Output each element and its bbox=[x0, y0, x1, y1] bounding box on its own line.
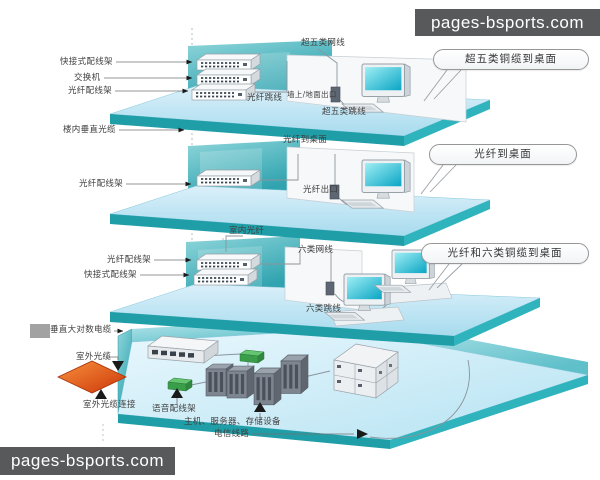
floor2-scene bbox=[109, 140, 491, 246]
floor1-scene bbox=[109, 40, 491, 146]
floor2-front-edge bbox=[110, 214, 404, 246]
server-cabinet-icon bbox=[280, 354, 309, 394]
floor3-front-edge bbox=[110, 312, 454, 346]
label-voice-patch-panel: 语音配线架 bbox=[152, 404, 197, 414]
quick-patch-panel-icon bbox=[193, 268, 258, 286]
basement-right-edge bbox=[390, 375, 588, 449]
voice-frame-icon bbox=[147, 335, 219, 364]
label-cat5e-cable: 超五类网线 bbox=[301, 38, 346, 48]
basement-front-edge bbox=[118, 414, 390, 449]
callout-cat5e-to-desktop: 超五类铜缆到桌面 bbox=[433, 49, 589, 70]
callout-fiber-to-desktop: 光纤到桌面 bbox=[429, 144, 577, 165]
voice-panel-icon bbox=[167, 377, 193, 392]
label-indoor-fiber: 室内光纤 bbox=[229, 226, 265, 236]
label-outdoor-fiber: 室外光缆 bbox=[76, 352, 112, 362]
label-fiber-patch-panel-f3: 光纤配线架 bbox=[107, 255, 152, 265]
fiber-patch-panel-icon bbox=[191, 83, 256, 101]
floor3-scene bbox=[109, 235, 541, 346]
fiber-patch-panel-icon bbox=[196, 253, 261, 271]
label-outdoor-fiber-connection: 室外光缆连接 bbox=[83, 400, 136, 410]
arrow-up-icon bbox=[95, 389, 107, 399]
label-vertical-fiber-riser: 楼内垂直光缆 bbox=[63, 125, 116, 135]
label-fiber-outlet: 光纤出口 bbox=[303, 185, 339, 195]
label-fiber-to-desk: 光纤到桌面 bbox=[283, 135, 328, 145]
server-cabinet-icon bbox=[226, 365, 255, 399]
quick-patch-panel-icon bbox=[196, 53, 261, 71]
label-cat6-patch-cord: 六类跳线 bbox=[306, 304, 342, 314]
telecom-line-curve bbox=[369, 359, 470, 439]
outlet-icon bbox=[330, 86, 341, 103]
arrow-down-icon bbox=[112, 361, 124, 371]
label-cat5e-patch-cord: 超五类跳线 bbox=[322, 107, 367, 117]
outlet-icon bbox=[329, 184, 340, 200]
floor3-side-edge bbox=[454, 298, 540, 346]
switch-icon bbox=[196, 68, 261, 86]
label-fiber-patch-panel-f2: 光纤配线架 bbox=[79, 179, 124, 189]
fiber-patch-panel-icon bbox=[196, 169, 261, 187]
label-fiber-patch-panel-f1: 光纤配线架 bbox=[68, 86, 113, 96]
label-telecom-line: 电信线路 bbox=[214, 429, 250, 439]
callout-tails bbox=[420, 69, 463, 291]
gray-smudge bbox=[30, 324, 50, 338]
label-switch-f1: 交换机 bbox=[74, 73, 101, 83]
floor1-side-edge bbox=[404, 100, 490, 146]
label-fiber-jumper: 光纤跳线 bbox=[247, 93, 283, 103]
block-arrows bbox=[95, 361, 368, 439]
label-quick-patch-panel-f3: 快接式配线架 bbox=[84, 270, 137, 280]
arrow-up-icon bbox=[171, 388, 183, 398]
label-servers-storage: 主机、服务器、存储设备 bbox=[184, 417, 281, 427]
watermark-top: pages-bsports.com bbox=[415, 9, 600, 36]
leader-lines bbox=[104, 59, 354, 435]
basement-room bbox=[57, 316, 589, 449]
label-quick-patch-panel-f1: 快接式配线架 bbox=[60, 57, 113, 67]
desk bbox=[329, 306, 405, 327]
server-cabinet-icon bbox=[253, 367, 282, 406]
voice-panel-icon bbox=[239, 349, 265, 364]
outdoor-connector-icon bbox=[57, 360, 127, 394]
label-vertical-copper: 垂直大对数电缆 bbox=[50, 325, 112, 335]
watermark-bottom: pages-bsports.com bbox=[0, 447, 175, 475]
floor1-front-edge bbox=[110, 114, 404, 146]
callout-fiber-cat6-to-desktop: 光纤和六类铜缆到桌面 bbox=[421, 243, 589, 264]
arrow-up-icon bbox=[254, 402, 266, 412]
arrow-right-icon bbox=[357, 429, 368, 439]
label-cat6-cable: 六类网线 bbox=[298, 245, 334, 255]
floor2-side-edge bbox=[404, 200, 490, 246]
label-wall-floor-outlet: 墙上/地面出口 bbox=[287, 90, 337, 99]
outlet-icon bbox=[325, 281, 335, 296]
